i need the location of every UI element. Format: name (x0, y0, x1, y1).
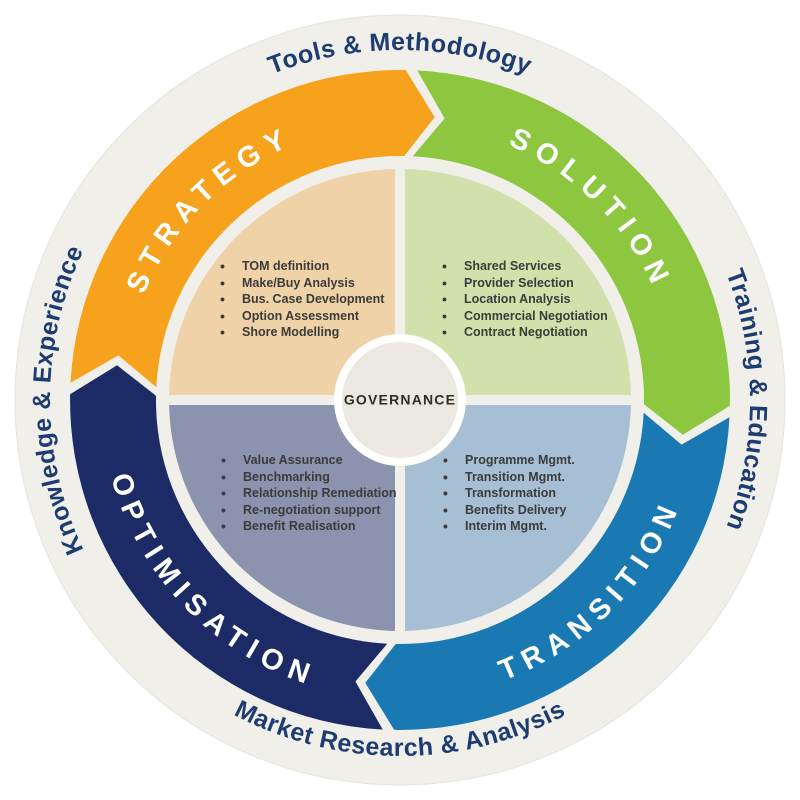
governance-label: GOVERNANCE (344, 392, 456, 408)
list-item: Shore Modelling (218, 324, 418, 341)
list-item: Option Assessment (218, 308, 418, 325)
list-item: Benchmarking (219, 469, 419, 486)
list-item: TOM definition (218, 258, 418, 275)
solution-items-list: Shared ServicesProvider SelectionLocatio… (440, 258, 640, 341)
list-item: Transition Mgmt. (441, 469, 641, 486)
list-item: Provider Selection (440, 275, 640, 292)
list-item: Re-negotiation support (219, 502, 419, 519)
list-item: Make/Buy Analysis (218, 275, 418, 292)
governance-circle (342, 342, 458, 458)
list-item: Programme Mgmt. (441, 452, 641, 469)
list-item: Commercial Negotiation (440, 308, 640, 325)
strategy-arc-arrow (70, 70, 435, 388)
list-item: Bus. Case Development (218, 291, 418, 308)
solution-arc-arrow (412, 70, 730, 435)
list-item: Benefits Delivery (441, 502, 641, 519)
list-item: Benefit Realisation (219, 518, 419, 535)
list-item: Interim Mgmt. (441, 518, 641, 535)
list-item: Relationship Remediation (219, 485, 419, 502)
list-item: Location Analysis (440, 291, 640, 308)
optimisation-arc-arrow (70, 365, 388, 730)
list-item: Value Assurance (219, 452, 419, 469)
optimisation-items-list: Value AssuranceBenchmarkingRelationship … (219, 452, 419, 535)
transition-items-list: Programme Mgmt.Transition Mgmt.Transform… (441, 452, 641, 535)
strategy-items-list: TOM definitionMake/Buy AnalysisBus. Case… (218, 258, 418, 341)
list-item: Contract Negotiation (440, 324, 640, 341)
list-item: Shared Services (440, 258, 640, 275)
list-item: Transformation (441, 485, 641, 502)
